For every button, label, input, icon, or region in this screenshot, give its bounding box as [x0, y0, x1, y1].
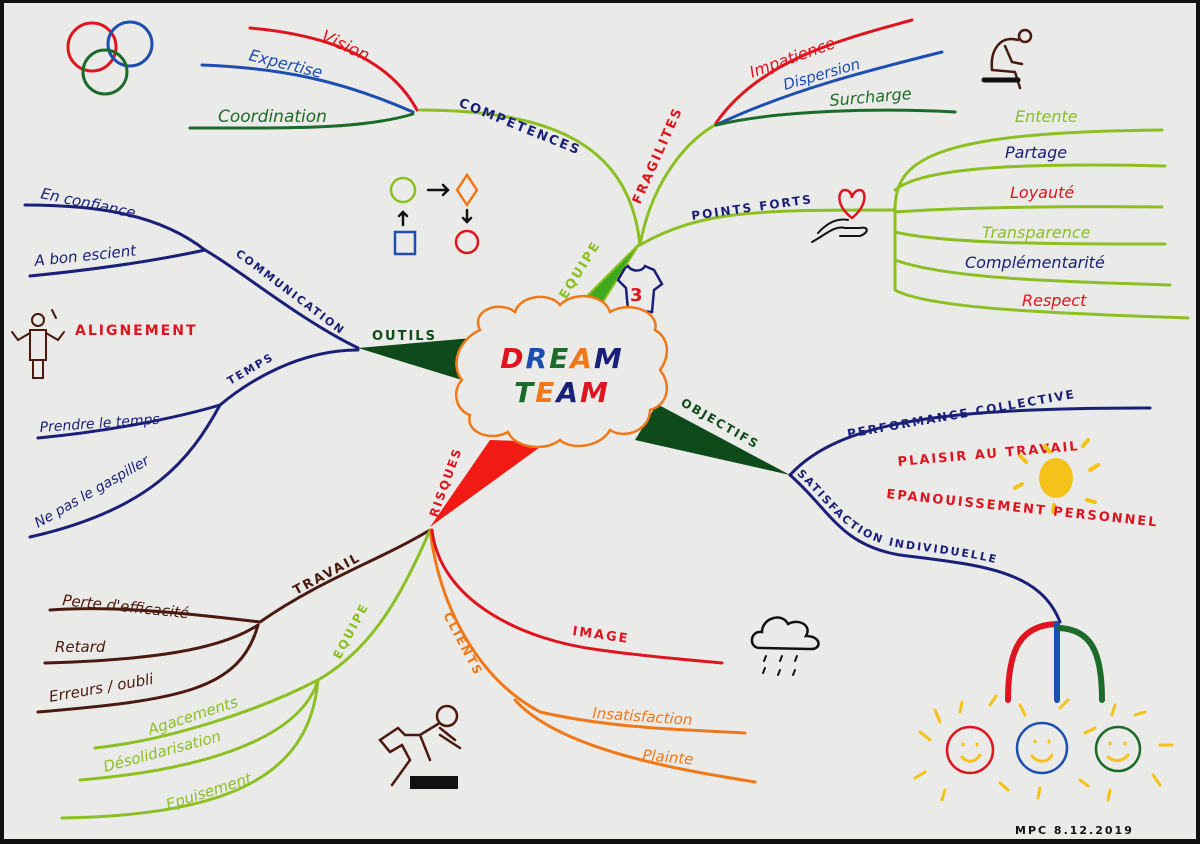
- item-respect: Respect: [1022, 291, 1087, 310]
- sitting-person-icon: [981, 28, 1033, 90]
- rings-icon: [66, 20, 154, 96]
- heart-icon: [838, 188, 866, 220]
- title-letter: A: [554, 376, 580, 409]
- stumbling-person-icon: [378, 704, 462, 789]
- title-letter: M: [580, 376, 610, 409]
- flowchart-icon: [389, 172, 480, 256]
- hand-icon: [811, 218, 868, 243]
- item-complementarite: Complémentarité: [965, 253, 1105, 272]
- title-letter: M: [594, 342, 624, 375]
- item-transparence: Transparence: [982, 223, 1091, 242]
- sun-icon: [1013, 438, 1100, 514]
- title-letter: E: [549, 342, 570, 375]
- item-entente: Entente: [1015, 107, 1078, 126]
- shirt-number: 3: [630, 285, 645, 306]
- title-letter: D: [500, 342, 525, 375]
- team-faces-icon: [913, 621, 1174, 802]
- item-plainte: Plainte: [642, 746, 695, 768]
- label-outils: OUTILS: [372, 329, 437, 344]
- title-line-2: TEAM: [514, 376, 610, 409]
- signature: MPC 8.12.2019: [1015, 824, 1134, 837]
- person-shrug-icon: [11, 309, 65, 379]
- item-partage: Partage: [1005, 143, 1067, 162]
- central-topic-dream-team: DREAM TEAM: [454, 294, 669, 449]
- item-retard: Retard: [55, 638, 106, 656]
- title-letter: R: [526, 342, 550, 375]
- title-line-1: DREAM: [500, 342, 624, 375]
- label-alignement: ALIGNEMENT: [75, 323, 198, 339]
- title-letter: A: [568, 342, 594, 375]
- item-loyaute: Loyauté: [1010, 183, 1074, 202]
- rain-cloud-icon: [750, 616, 820, 676]
- title-letter: T: [514, 376, 535, 409]
- item-coordination: Coordination: [218, 107, 327, 127]
- title-letter: E: [535, 376, 556, 409]
